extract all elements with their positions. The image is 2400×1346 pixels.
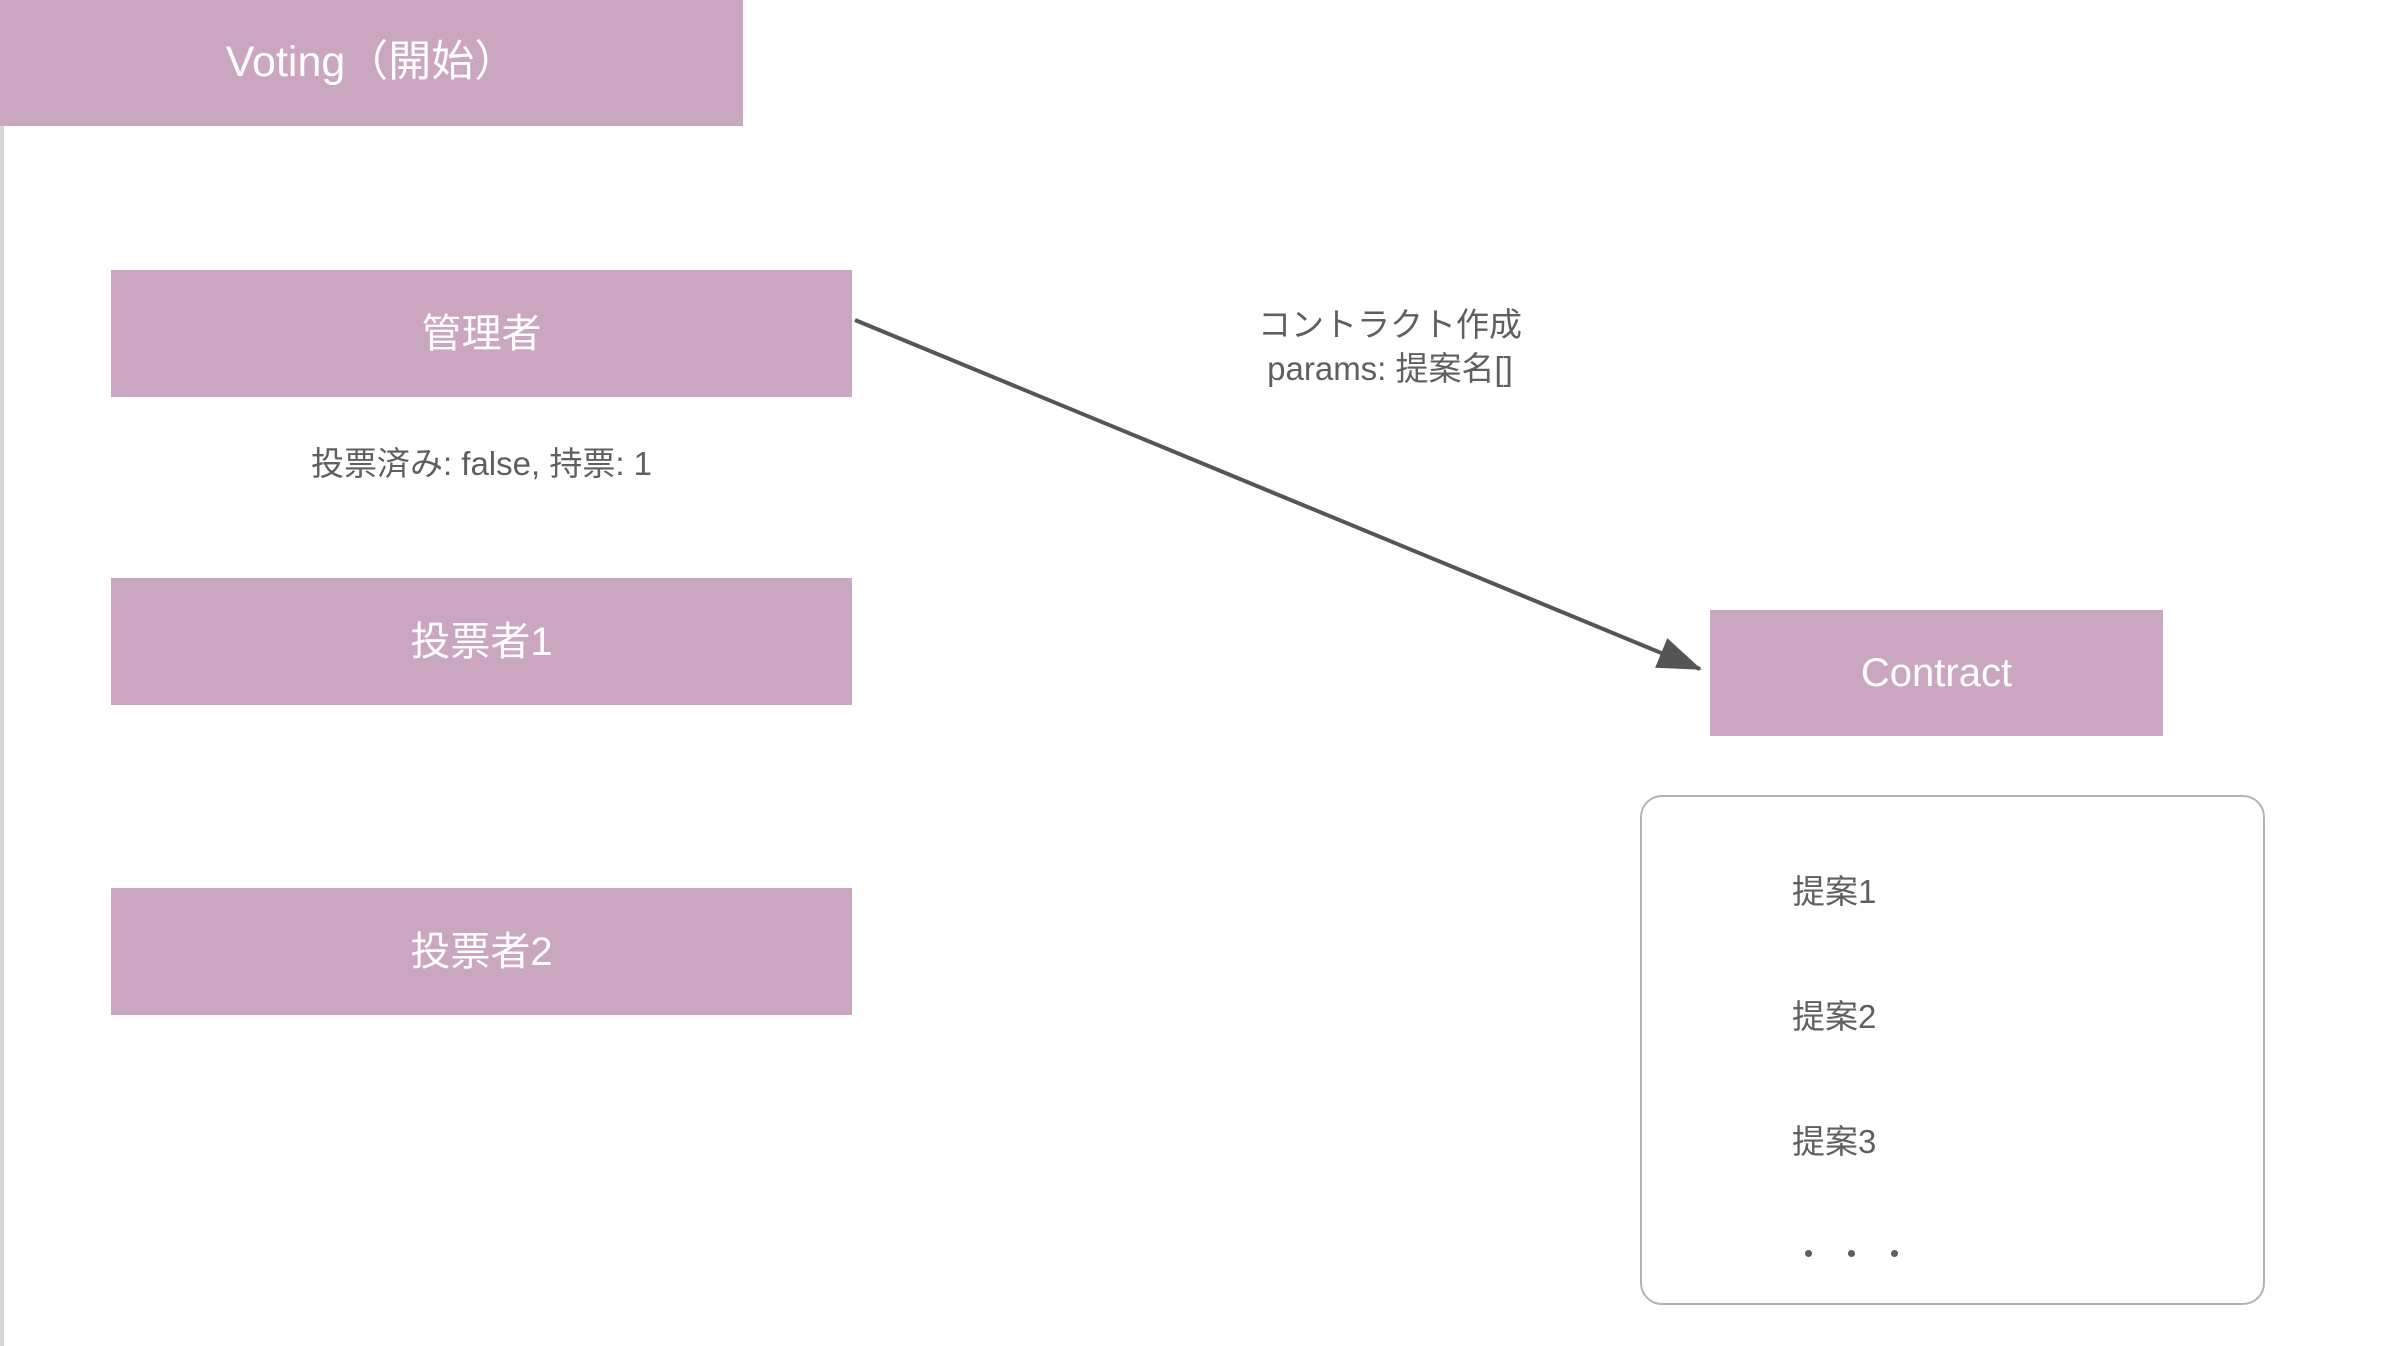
node-contract-label: Contract [1860, 651, 2013, 695]
proposals-container [1640, 795, 2265, 1305]
node-contract[interactable]: Contract [1710, 610, 2163, 736]
admin-state-caption: 投票済み: false, 持票: 1 [310, 445, 653, 482]
edge-label-line-2: params: 提案名[] [1267, 349, 1513, 387]
node-voter2-label: 投票者2 [410, 929, 553, 974]
proposal-item-3: 提案3 [1792, 1123, 1877, 1160]
node-voter1-label: 投票者1 [410, 619, 553, 664]
proposal-ellipsis: ・・・ [1792, 1236, 1921, 1273]
node-voter1[interactable]: 投票者1 [111, 578, 852, 705]
page-gutter-strip [0, 0, 4, 1346]
proposal-item-1: 提案1 [1792, 873, 1877, 910]
node-admin[interactable]: 管理者 [111, 270, 852, 397]
title-box-voting[interactable]: Voting（開始） [0, 0, 743, 126]
edge-label-line-1: コントラクト作成 [1258, 306, 1522, 343]
proposal-item-2: 提案2 [1792, 998, 1877, 1035]
title-box-label: Voting（開始） [225, 38, 518, 87]
node-voter2[interactable]: 投票者2 [111, 888, 852, 1015]
edge-label-create-contract: コントラクト作成 params: 提案名[] [1130, 303, 1650, 390]
node-admin-label: 管理者 [421, 311, 542, 356]
